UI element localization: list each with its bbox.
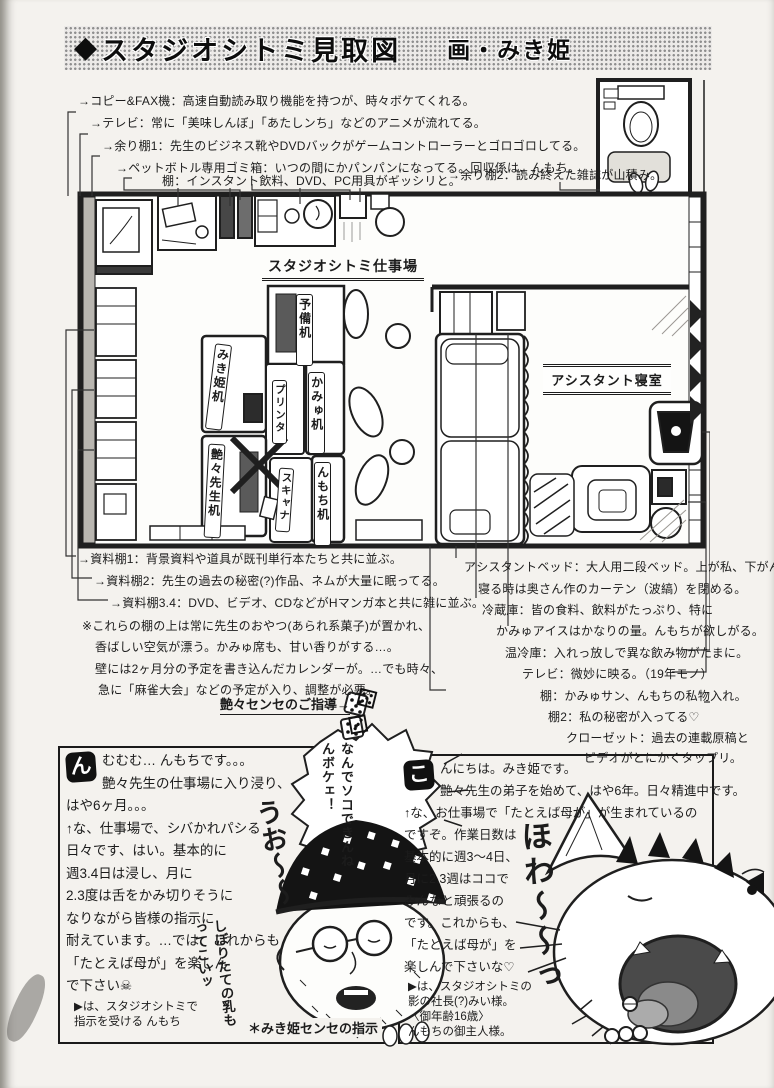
copy-fax-machine	[157, 195, 217, 251]
note-shelfA2: →資料棚2：先生の過去の秘密(?)作品、ネムが大量に眠ってる。	[94, 574, 445, 588]
note-fridge2: かみゅアイスはかなりの量。んもちが欲しがる。	[496, 624, 765, 638]
guide-label-text: 艶々センセのご指導	[220, 697, 338, 712]
striped-mat	[529, 473, 575, 537]
instruction-label: ＊みき姫センセの指示	[244, 1018, 383, 1037]
trash-bins	[219, 195, 253, 239]
note-shelf2: 棚2：私の秘密が入ってる♡	[548, 710, 700, 724]
nmochi-footnote: ▶は、スタジオシトミで 指示を受ける んもち	[74, 1000, 198, 1030]
note-tv: テレビ：微妙に映る。（19年モノ）	[522, 667, 713, 681]
desk-label-tsuyatsuya: 艶々先生机	[203, 443, 226, 539]
bedroom-label: アシスタント寝室	[543, 364, 671, 395]
note-closet2: ビデオがとにかくタップリ。	[584, 751, 743, 765]
note-cooler: 温冷庫：入れっ放しで異な飲み物がたまに。	[505, 646, 749, 660]
arrow-right-icon: →	[337, 697, 351, 712]
die-icon: ⚂	[345, 710, 371, 741]
scan-smudge	[0, 970, 52, 1046]
diamond-icon: ◆	[74, 31, 98, 64]
legend-shelf2: →余り棚2：読み終えた雑誌が山積み。	[448, 168, 663, 182]
legend-trash: →ペットボトル専用ゴミ箱：いつの間にかパンパンになってる。回収係は、んもち。	[116, 161, 581, 175]
workspace-label: スタジオシトミ仕事場	[262, 256, 424, 281]
page-title: スタジオシトミ見取図	[101, 35, 402, 66]
note-bed2: 寝る時は奥さん作のカーテン（波縞）を閉める。	[478, 582, 747, 596]
note-calendar1: 壁には2ヶ月分の予定を書き込んだカレンダーが。…でも時々、	[95, 662, 444, 676]
note-shelfA1: →資料棚1：背景資料や道具が既刊単行本たちと共に並ぶ。	[78, 552, 403, 566]
note-snacks1: ※これらの棚の上は常に先生のおやつ(あられ系菓子)が置かれ、	[82, 619, 431, 633]
dropcap-n: ん	[64, 750, 98, 784]
legend-shelf: 棚：インスタント飲料、DVD、PC用具がギッシリと。	[162, 174, 461, 188]
extra-shelves	[339, 193, 405, 242]
note-calendar2: 急に「麻雀大会」などの予定が入り、調整が必要。	[98, 683, 379, 697]
note-closet1: クローゼット：過去の連載原稿と	[566, 731, 750, 745]
note-shelf: 棚：かみゅサン、んもちの私物入れ。	[540, 689, 747, 703]
text-line: ↑な、仕事場で、シバかれパシる	[66, 820, 261, 836]
legend-copyfax: →コピー&FAX機：高速自動読み取り機能を持つが、時々ボケてくれる。	[78, 94, 475, 108]
footnote-line: ▶は、スタジオシトミで	[74, 1001, 198, 1013]
chairs	[343, 289, 415, 506]
text-line: 2.3度は舌をかみ切りそうに	[66, 888, 234, 903]
kitchen-counter	[254, 195, 336, 247]
text-line: 艶々先生の仕事場に入り浸り、	[102, 775, 291, 791]
note-snacks2: 香ばしい空気が漂う。かみゅ席も、甘い香りがする…。	[95, 640, 399, 654]
text-line: はや6ヶ月。。。	[66, 798, 155, 813]
die-icon: ⚄	[353, 683, 380, 716]
text-line: 「たとえば母が」を楽しん	[66, 955, 228, 971]
desk-label-mikihime: みき姫机	[204, 343, 232, 431]
balcony-zigzag	[690, 300, 704, 424]
footnote-line: 指示を受ける んもち	[74, 1016, 181, 1028]
text-line: んにちは。みき姫です。	[440, 762, 577, 776]
note-shelfA34: →資料棚3.4：DVD、ビデオ、CDなどがHマンガ本と共に雑に並ぶ。	[110, 596, 485, 610]
scanner-label: スキャナ	[274, 467, 295, 533]
text-line: 耐えています。…では、これからも	[66, 933, 280, 948]
artist-credit: 画・みき姫	[447, 37, 573, 63]
floor-table	[571, 465, 651, 533]
material-shelves	[95, 287, 137, 541]
printer-label: プリンタ	[272, 380, 288, 444]
note-bed1: アシスタントベッド：大人用二段ベッド。上が私、下がんもち。	[464, 560, 774, 574]
desk-label-kamyu: かみゅ机	[308, 372, 325, 454]
text-line: なりながら皆様の指示に	[66, 910, 215, 926]
text-line: 週3.4日は浸し、月に	[66, 865, 193, 881]
text-line: で下さい☠	[66, 978, 133, 993]
bedroom-shelf	[650, 469, 687, 539]
title-bar: ◆ スタジオシトミ見取図 画・みき姫	[64, 26, 712, 70]
desk-label-nmochi: んもち机	[314, 462, 331, 546]
text-line: 艶々先生の弟子を始めて、はや6年。日々精進中です。	[440, 784, 746, 798]
desk-label-yobi: 予備机	[296, 294, 313, 366]
legend-shelf1: →余り棚1：先生のビジネス靴やDVDバックがゲームコントローラーとゴロゴロしてる…	[102, 139, 586, 153]
text-line: ↑な、お仕事場で「たとえば母が」が生まれているの	[404, 806, 698, 820]
speech-bubble-text: なんでソコできんねんボケェ！	[320, 742, 354, 868]
legend-tv: →テレビ：常に「美味しんぼ」「あたしンち」などのアニメが流れてる。	[90, 116, 487, 130]
guide-label: 艶々センセのご指導→	[220, 694, 351, 715]
floor-hatch	[639, 295, 689, 543]
tv-workspace	[95, 199, 153, 275]
text-line: むむむ… んもちです。。。	[102, 753, 253, 768]
nmochi-text-block: ん むむむ… んもちです。。。 艶々先生の仕事場に入り浸り、 はや6ヶ月。。。 …	[64, 750, 322, 998]
fridge	[439, 291, 526, 335]
dropcap-ko: こ	[402, 758, 436, 792]
note-fridge1: 冷蔵庫：皆の食料、飲料がたっぷり、特に	[482, 603, 714, 617]
text-line: 日々です、はい。基本的に	[66, 843, 227, 858]
bunk-bed	[434, 332, 529, 546]
bedroom-tv	[648, 400, 704, 466]
